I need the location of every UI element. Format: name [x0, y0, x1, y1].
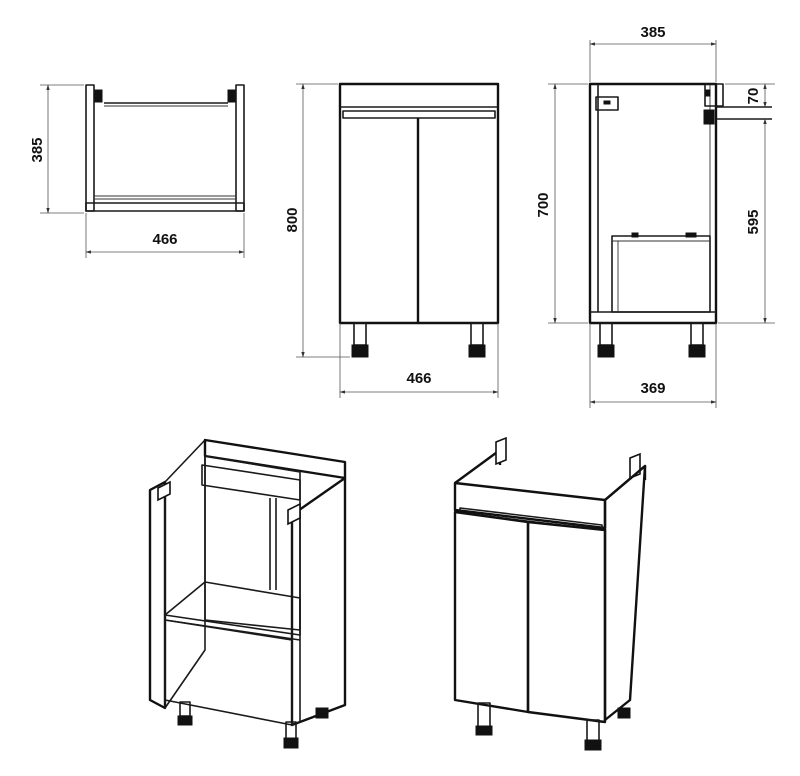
front-view-width-label: 466 — [406, 370, 431, 387]
side-view-top-gap-label: 70 — [745, 88, 762, 105]
front-view-height-label: 800 — [284, 207, 301, 232]
top-view: 385 466 — [29, 84, 245, 258]
front-view: 800 466 — [284, 82, 500, 398]
side-view: 385 700 70 595 369 — [535, 24, 775, 408]
top-view-depth-label: 385 — [29, 137, 46, 162]
side-view-height-label: 700 — [535, 192, 552, 217]
isometric-open-cabinet — [148, 438, 347, 749]
side-view-depth-top-label: 385 — [640, 24, 665, 41]
top-view-width-label: 466 — [152, 231, 177, 248]
isometric-closed-cabinet — [453, 436, 647, 751]
side-view-depth-bottom-label: 369 — [640, 380, 665, 397]
side-view-lower-label: 595 — [745, 209, 762, 234]
